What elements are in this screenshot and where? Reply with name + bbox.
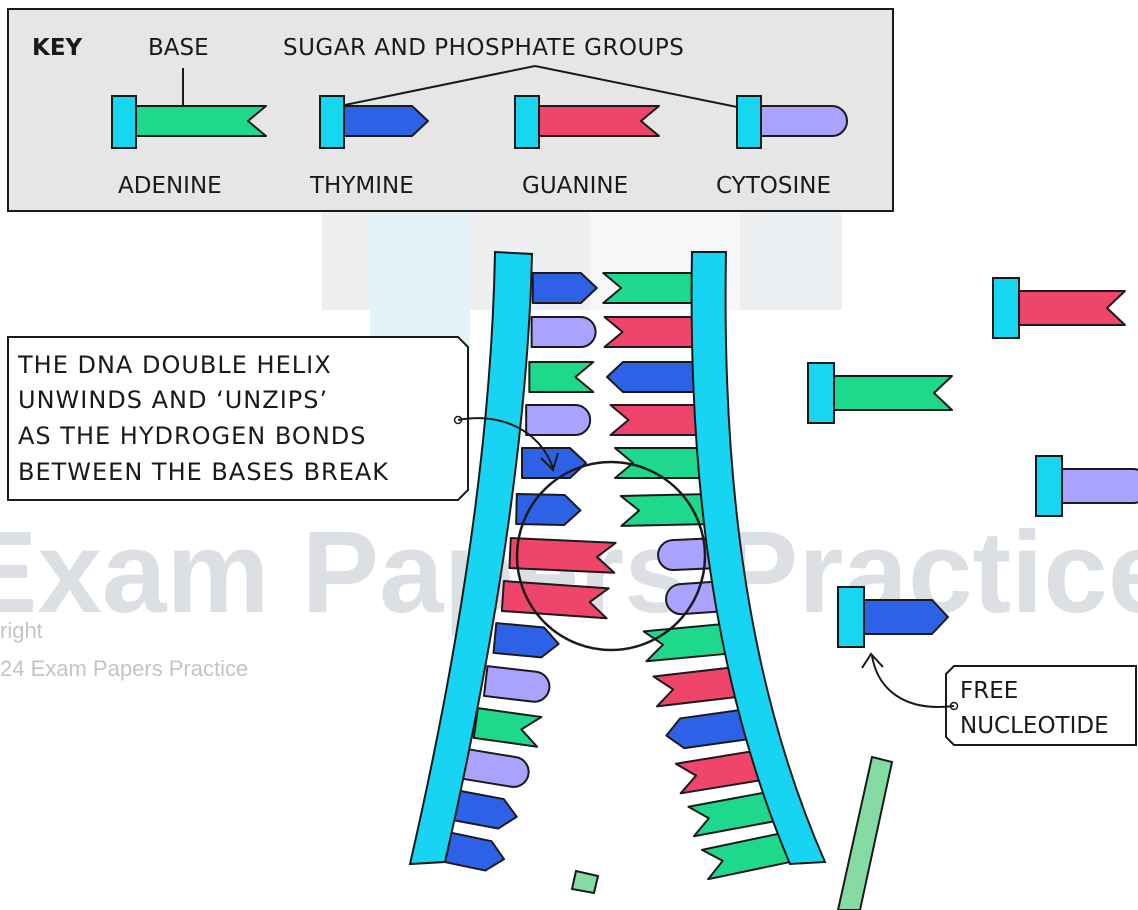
watermark-brand: Exam Papers Practice [0,507,1138,637]
new-strand-fragment [838,757,892,910]
key-label-adenine: ADENINE [118,173,222,199]
annotation-callout: THE DNA DOUBLE HELIX UNWINDS AND ‘UNZIPS… [8,337,558,500]
free-adenine-nucleotide-sugar-phosphate [808,363,834,423]
sugar-phosphate-label: SUGAR AND PHOSPHATE GROUPS [283,35,684,61]
key-cytosine-sugar-phosphate [737,96,761,148]
right-base-guanine [610,405,700,435]
free-thymine-nucleotide-base [862,600,948,634]
free-nucleotide-callout: FREE NUCLEOTIDE [862,654,1136,745]
free-thymine-nucleotide-sugar-phosphate [838,587,864,647]
key-thymine-sugar-phosphate [320,96,344,148]
free-cytosine-nucleotide-sugar-phosphate [1036,456,1062,516]
left-base-cytosine [484,666,551,703]
key-guanine-sugar-phosphate [515,96,539,148]
watermark-line-2: 24 Exam Papers Practice [0,656,248,681]
annotation-line-1: THE DNA DOUBLE HELIX [17,351,332,379]
left-base-guanine [502,581,609,618]
free-adenine-nucleotide [808,363,952,423]
watermark-line-1: right [0,618,43,643]
left-base-cytosine [526,405,590,435]
left-base-adenine [474,708,542,747]
key-cytosine-base [759,106,847,136]
free-label-line-2: NUCLEOTIDE [960,713,1109,739]
left-base-thymine [451,790,519,831]
annotation-line-3: AS THE HYDROGEN BONDS [18,422,366,450]
key-adenine-sugar-phosphate [112,96,136,148]
base-label: BASE [148,35,209,61]
key-label-thymine: THYMINE [309,173,414,199]
key-label-cytosine: CYTOSINE [716,173,831,199]
left-base-guanine [509,538,615,573]
free-label-arrow [872,656,954,707]
free-guanine-nucleotide-base [1017,291,1125,325]
free-adenine-nucleotide-base [832,376,952,410]
left-base-cytosine [463,749,531,789]
left-base-thymine [522,448,586,478]
left-base-adenine [529,362,593,392]
new-strand-fragment-small [572,871,598,893]
free-label-line-1: FREE [960,678,1018,704]
free-cytosine-nucleotide-base [1060,469,1138,503]
annotation-line-2: UNWINDS AND ‘UNZIPS’ [18,386,328,414]
left-base-cytosine [532,317,596,347]
key-adenine-base [134,106,266,136]
free-guanine-nucleotide [993,278,1125,338]
key-title: KEY [32,35,83,61]
key-thymine-base [342,106,428,136]
key-guanine-base [537,106,659,136]
right-base-thymine [607,362,697,392]
key-label-guanine: GUANINE [522,173,628,199]
annotation-line-4: BETWEEN THE BASES BREAK [18,458,389,486]
free-guanine-nucleotide-sugar-phosphate [993,278,1019,338]
right-base-guanine [605,317,695,347]
